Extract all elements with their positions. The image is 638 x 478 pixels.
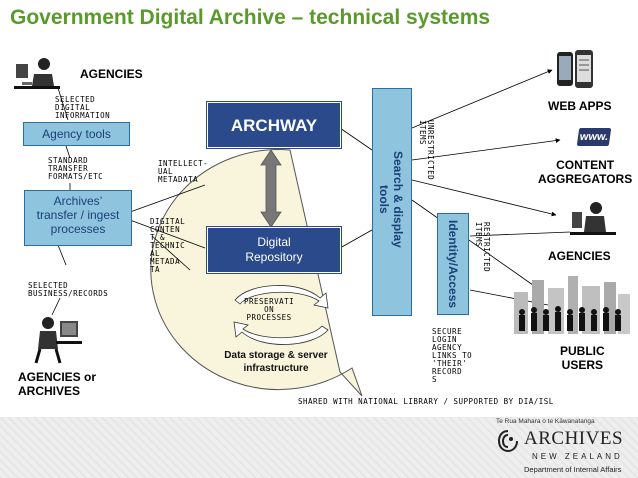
public-users-label: PUBLIC USERS <box>560 344 605 372</box>
secure-login-label: SECURE LOGIN AGENCY LINKS TO 'THEIR' REC… <box>432 327 473 384</box>
new-zealand-text: NEW ZEALAND <box>532 452 623 461</box>
archives-logo-text: ARCHIVES <box>524 428 624 449</box>
unrestricted-items-label: UNRESTRICTED ITEMS <box>418 120 435 181</box>
data-storage-label: Data storage & server infrastructure <box>224 350 328 374</box>
agency-person-icon <box>14 58 60 89</box>
search-display-tools-box: Search & display tools <box>372 88 412 316</box>
mobile-phone-icon <box>557 50 593 88</box>
agency-tools-box: Agency tools <box>23 122 130 146</box>
standard-transfer-formats-label: STANDARD TRANSFER FORMATS/ETC <box>48 156 104 181</box>
web-apps-label: WEB APPS <box>548 99 612 113</box>
intellectual-metadata-label: INTELLECT- UAL METADATA <box>158 159 209 184</box>
selected-digital-information-label: SELECTED DIGITAL INFORMATION <box>55 95 111 120</box>
restricted-items-label: RESTRICTED ITEMS <box>474 222 491 273</box>
search-display-tools-label: Search & display tools <box>377 151 405 248</box>
agencies-or-archives-label: AGENCIES or ARCHIVES <box>18 370 97 398</box>
maori-name: Te Rua Mahara o te Kāwanatanga <box>496 418 595 425</box>
archives-nz-logo-icon <box>497 430 518 453</box>
content-aggregators-label: CONTENT AGGREGATORS <box>538 158 633 186</box>
department-text: Department of Internal Affairs <box>524 465 622 474</box>
transfer-ingest-box: Archives’ transfer / ingest processes <box>24 190 132 246</box>
footer-band <box>0 417 638 478</box>
archway-box: ARCHWAY <box>206 101 342 149</box>
public-crowd-icon <box>514 276 630 334</box>
selected-business-records-label: SELECTED BUSINESS/RECORDS <box>28 281 109 298</box>
page-title: Government Digital Archive – technical s… <box>10 6 491 29</box>
www-icon: www. <box>576 128 612 146</box>
preservation-arrow-bottom <box>233 321 329 345</box>
preservation-processes-label: PRESERVATI ON PROCESSES <box>244 297 295 322</box>
digital-content-technical-metadata-label: DIGITAL CONTEN T & TECHNIC AL METADA TA <box>150 217 186 274</box>
shared-with-nlnz-label: SHARED WITH NATIONAL LIBRARY / SUPPORTED… <box>298 397 554 406</box>
agencies-top-label: AGENCIES <box>80 67 143 81</box>
digital-repository-box: Digital Repository <box>206 226 342 274</box>
identity-access-label: Identity/Access <box>446 220 460 309</box>
preservation-arrow-top <box>234 285 329 309</box>
agencies-right-label: AGENCIES <box>548 249 611 263</box>
identity-access-box: Identity/Access <box>437 213 469 315</box>
archivist-person-icon <box>34 317 82 364</box>
agency-person-right-icon <box>570 202 616 235</box>
